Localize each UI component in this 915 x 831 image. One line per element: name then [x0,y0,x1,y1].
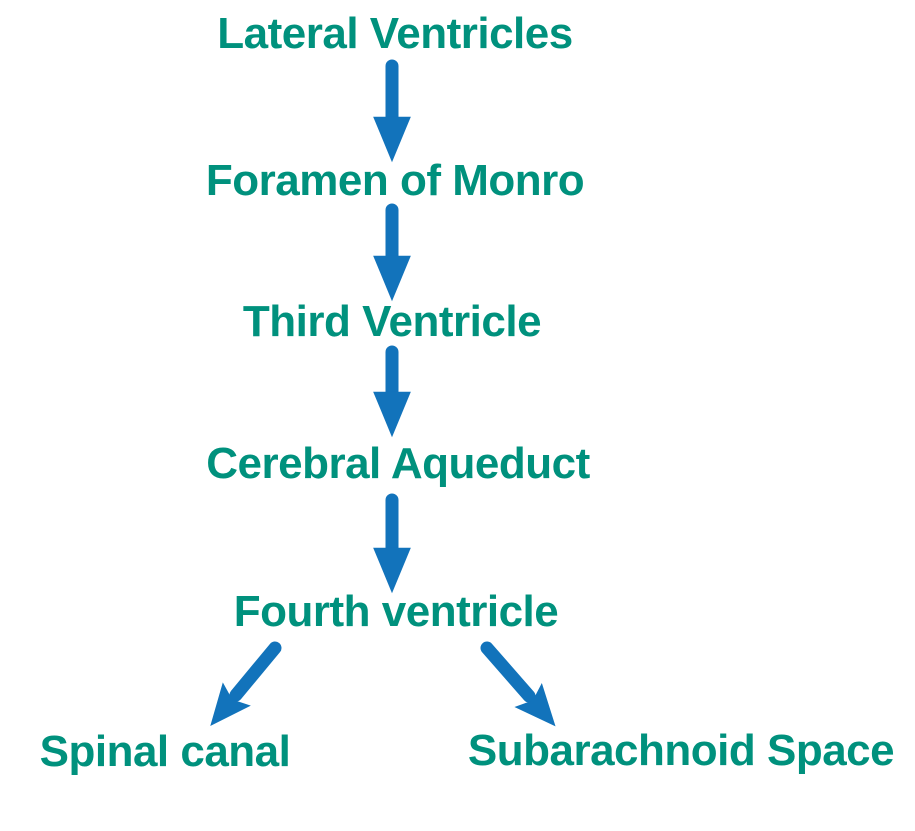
node-third-ventricle: Third Ventricle [242,297,542,346]
node-cerebral-aqueduct: Cerebral Aqueduct [206,439,590,488]
node-spinal-canal: Spinal canal [39,727,291,776]
node-foramen-of-monro: Foramen of Monro [205,156,585,205]
arrow-fourth-to-spinal [210,641,282,727]
node-lateral-ventricles: Lateral Ventricles [217,9,573,58]
arrow-fourth-to-subarachnoid [480,641,556,727]
node-subarachnoid-space: Subarachnoid Space [467,726,895,775]
node-fourth-ventricle: Fourth ventricle [233,587,559,636]
